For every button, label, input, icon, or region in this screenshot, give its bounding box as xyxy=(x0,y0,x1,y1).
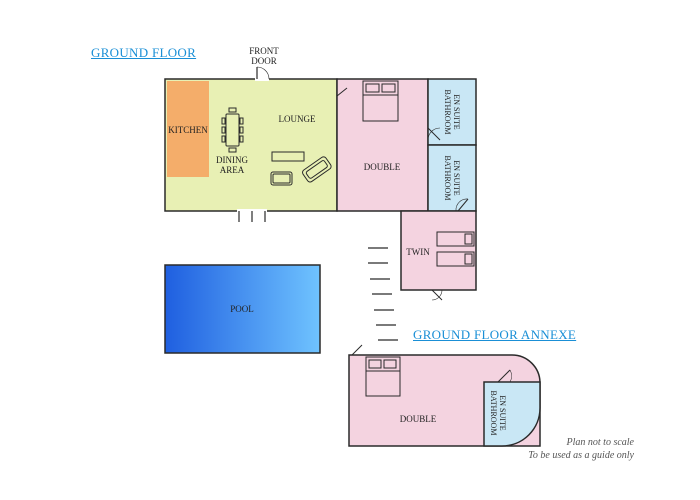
steps xyxy=(368,247,398,341)
annexe-ensuite-door xyxy=(497,369,511,383)
dining-area-label: DINING AREA xyxy=(216,155,248,175)
ensuite-2-door xyxy=(457,198,469,212)
ensuite-2-label: EN SUITE BATHROOM xyxy=(443,155,461,201)
ensuite-1-label: EN SUITE BATHROOM xyxy=(443,89,461,135)
ensuite-1-door xyxy=(427,127,441,141)
kitchen-label: KITCHEN xyxy=(168,125,208,135)
twin-room xyxy=(400,210,477,291)
front-door-swing xyxy=(256,66,270,80)
pool-shape xyxy=(164,264,321,354)
double-door-leaf xyxy=(336,87,348,97)
twin-door-swing xyxy=(431,289,443,301)
annexe-double-label: DOUBLE xyxy=(399,414,437,424)
annexe-double-bed xyxy=(365,356,401,397)
annexe-title: GROUND FLOOR ANNEXE xyxy=(413,327,577,342)
annexe-ensuite-label: EN SUITE BATHROOM xyxy=(489,390,507,436)
pool-label: POOL xyxy=(230,304,254,314)
double-label: DOUBLE xyxy=(363,162,401,172)
ensuite-1-door-swing xyxy=(427,127,441,141)
kitchen-area xyxy=(167,81,209,177)
ground-floor-title: GROUND FLOOR xyxy=(91,45,197,60)
scale-note-line2: To be used as a guide only xyxy=(528,450,634,461)
ensuite-1 xyxy=(427,78,477,146)
double-bed xyxy=(362,80,399,122)
twin-door xyxy=(431,289,443,301)
front-door-gap xyxy=(255,77,269,81)
lounge-furniture xyxy=(270,151,332,186)
ensuite-2 xyxy=(427,144,477,212)
ensuite-2-door-swing xyxy=(455,198,469,212)
dining-table xyxy=(221,107,244,153)
lounge-label: LOUNGE xyxy=(278,114,316,124)
annexe-ensuite xyxy=(483,381,541,447)
double-bedroom xyxy=(336,78,429,212)
twin-label: TWIN xyxy=(406,247,430,257)
front-door-label: FRONT DOOR xyxy=(249,46,279,66)
scale-note-line1: Plan not to scale xyxy=(566,437,635,448)
annexe-entrance-door xyxy=(351,344,363,356)
twin-beds xyxy=(436,231,475,267)
annexe-ensuite-door-swing xyxy=(509,369,512,383)
